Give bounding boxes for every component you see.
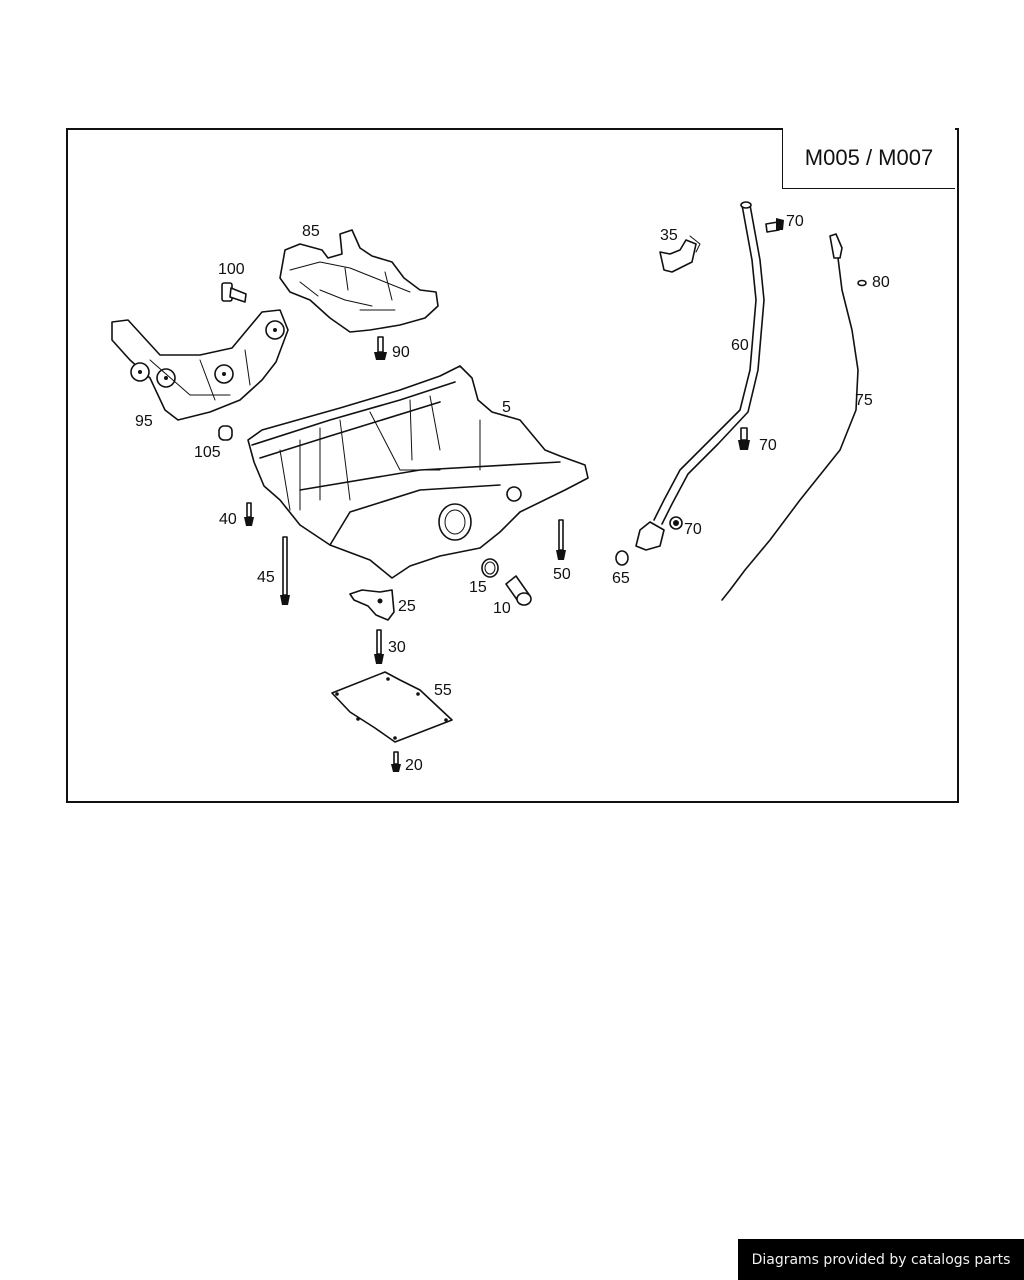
callout-55[interactable]: 55 <box>434 682 452 699</box>
part-85-baffle-plate[interactable] <box>279 229 439 333</box>
part-15-seal-ring[interactable] <box>481 558 499 578</box>
part-45-long-bolt[interactable] <box>280 536 290 605</box>
part-105-bushing[interactable] <box>218 425 233 441</box>
callout-5[interactable]: 5 <box>502 399 511 416</box>
callout-70-lower[interactable]: 70 <box>684 521 702 538</box>
part-100-bolt[interactable] <box>221 282 247 303</box>
part-65-o-ring[interactable] <box>615 550 629 566</box>
part-60-dipstick-guide-tube[interactable] <box>635 201 765 551</box>
part-20-bolt[interactable] <box>391 751 401 772</box>
callout-30[interactable]: 30 <box>388 639 406 656</box>
callout-75[interactable]: 75 <box>855 392 873 409</box>
credit-text: Diagrams provided by catalogs parts <box>751 1251 1011 1268</box>
callout-80[interactable]: 80 <box>872 274 890 291</box>
part-25-bracket[interactable] <box>349 589 395 621</box>
part-40-bolt[interactable] <box>244 502 254 526</box>
callout-15[interactable]: 15 <box>469 579 487 596</box>
callout-60[interactable]: 60 <box>731 337 749 354</box>
callout-70-middle[interactable]: 70 <box>759 437 777 454</box>
callout-70-top[interactable]: 70 <box>786 213 804 230</box>
callout-20[interactable]: 20 <box>405 757 423 774</box>
part-95-mounting-bracket[interactable] <box>111 309 289 421</box>
part-50-bolt[interactable] <box>556 519 566 560</box>
callout-25[interactable]: 25 <box>398 598 416 615</box>
part-35-clip-bracket[interactable] <box>659 235 701 273</box>
callout-90[interactable]: 90 <box>392 344 410 361</box>
part-55-cover-gasket[interactable] <box>331 671 453 743</box>
model-code-box: M005 / M007 <box>782 128 955 189</box>
part-80-o-ring[interactable] <box>857 279 867 287</box>
part-5-oil-pan[interactable] <box>247 365 589 579</box>
part-70-bolt-middle[interactable] <box>738 427 750 450</box>
callout-85[interactable]: 85 <box>302 223 320 240</box>
part-75-oil-dipstick[interactable] <box>721 233 859 601</box>
callout-95[interactable]: 95 <box>135 413 153 430</box>
part-70-bolt-top[interactable] <box>765 218 784 233</box>
callout-100[interactable]: 100 <box>218 261 245 278</box>
part-10-drain-plug[interactable] <box>505 575 532 606</box>
callout-45[interactable]: 45 <box>257 569 275 586</box>
part-90-bolt[interactable] <box>374 336 387 360</box>
callout-35[interactable]: 35 <box>660 227 678 244</box>
callout-50[interactable]: 50 <box>553 566 571 583</box>
part-70-bolt-lower[interactable] <box>669 516 683 530</box>
callout-65[interactable]: 65 <box>612 570 630 587</box>
callout-105[interactable]: 105 <box>194 444 221 461</box>
callout-10[interactable]: 10 <box>493 600 511 617</box>
part-30-bolt[interactable] <box>374 629 384 664</box>
diagram-credit-banner: Diagrams provided by catalogs parts <box>738 1239 1024 1280</box>
callout-40[interactable]: 40 <box>219 511 237 528</box>
model-codes: M005 / M007 <box>804 145 934 170</box>
